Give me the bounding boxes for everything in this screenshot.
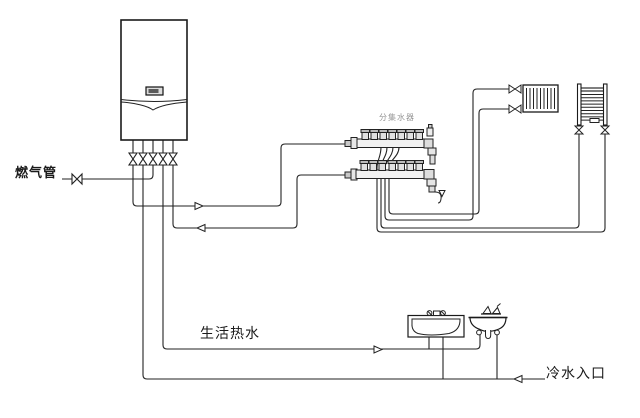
manifold-return-bar xyxy=(344,160,442,204)
soap-dish-icon xyxy=(481,303,501,315)
gas-pipe-line xyxy=(62,140,154,180)
shutoff-valve-icon xyxy=(167,152,179,166)
basin-trap-icon xyxy=(485,330,492,340)
heating-return-pipe xyxy=(172,140,346,229)
manifold-label: 分集水器 xyxy=(379,113,415,122)
wash-basin xyxy=(468,303,508,340)
panel-radiator xyxy=(508,84,559,114)
domestic-hot-water-pipe xyxy=(162,140,481,350)
manifold-distributor xyxy=(344,124,442,204)
cold-water-inlet-label: 冷水入口 xyxy=(546,366,606,382)
shutoff-valve-icon xyxy=(147,152,159,166)
cold-inlet-arrow-icon xyxy=(512,374,523,384)
shutoff-valve-icon xyxy=(137,152,149,166)
boiler-panel-seam xyxy=(120,99,188,102)
drain-spout-icon xyxy=(434,191,442,204)
heating-return-arrow-icon xyxy=(195,223,206,233)
wall-hung-boiler xyxy=(120,19,188,141)
manifold-supply-bar xyxy=(344,124,434,149)
flow-arrows xyxy=(194,190,523,384)
radiator-valve-icon xyxy=(508,84,522,94)
bathtub-faucet-icon xyxy=(426,310,446,316)
gas-pipe-label: 燃气管 xyxy=(15,166,58,181)
gas-valve-icon xyxy=(71,172,83,186)
drain-arrow-icon xyxy=(438,190,446,198)
radiator-valve-icon xyxy=(599,125,611,135)
towel-radiator-return-pipe xyxy=(376,134,606,233)
dhw-arrow-icon xyxy=(373,345,384,354)
heating-supply-pipe xyxy=(132,140,346,207)
heating-supply-arrow-icon xyxy=(194,201,205,211)
radiator-valve-icon xyxy=(508,104,522,114)
shutoff-valve-icon xyxy=(157,152,169,166)
radiator-valve-icon xyxy=(573,125,585,135)
basin-tap-icon xyxy=(494,329,500,336)
shutoff-valve-icon xyxy=(127,152,139,166)
cold-water-pipe xyxy=(142,140,545,380)
towel-radiator-supply-pipe xyxy=(380,134,580,229)
boiler-shutoff-valves xyxy=(127,152,179,166)
domestic-hot-water-label: 生活热水 xyxy=(200,326,260,342)
basin-tap-icon xyxy=(476,329,482,336)
manifold-port-icons xyxy=(360,129,424,140)
bathtub xyxy=(407,310,465,338)
towel-radiator xyxy=(573,83,611,135)
manifold-port-icons xyxy=(359,160,424,171)
air-vent-icon xyxy=(426,127,434,137)
